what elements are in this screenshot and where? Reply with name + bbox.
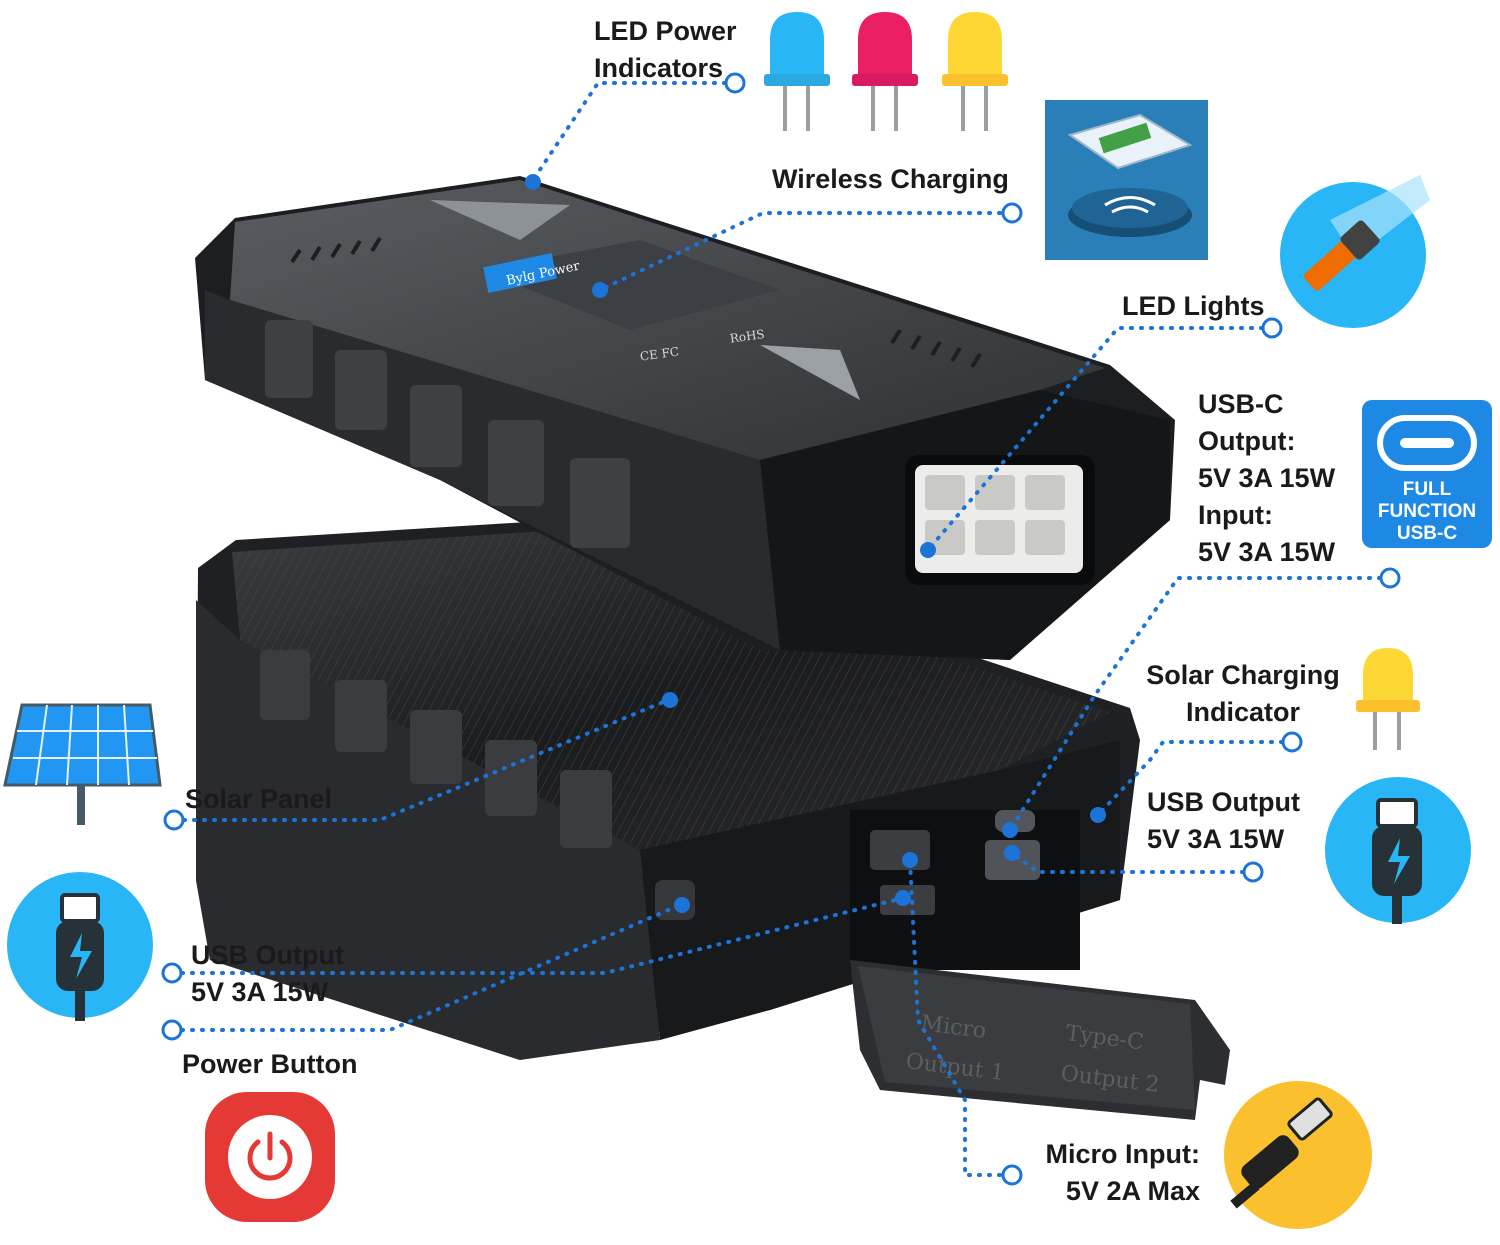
usb-cable-icon-right	[1325, 777, 1471, 924]
callout-lines	[170, 81, 1392, 1177]
label-line: Output:	[1198, 426, 1296, 456]
device-rohs-print: RoHS	[729, 327, 766, 346]
flashlight-icon	[1280, 175, 1430, 328]
label-solar-panel: Solar Panel	[185, 781, 332, 818]
wireless-charging-icon	[1045, 100, 1208, 260]
label-line: 5V 3A 15W	[1147, 824, 1285, 854]
device-marks-print: CE FC	[639, 344, 680, 363]
label-usb-output-left: USB Output 5V 3A 15W	[191, 937, 344, 1011]
led-blue-icon	[764, 12, 830, 131]
power-button-icon	[205, 1092, 335, 1222]
label-line: 5V 3A 15W	[1198, 537, 1336, 567]
upper-device: Bylg Power CE FC RoHS	[195, 176, 1175, 660]
label-led-lights: LED Lights	[1122, 288, 1265, 325]
label-power-button: Power Button	[182, 1046, 358, 1083]
label-line: LED Lights	[1122, 291, 1265, 321]
callout-targets	[525, 174, 1106, 913]
label-line: 5V 3A 15W	[1198, 463, 1336, 493]
led-yellow-icon	[942, 12, 1008, 131]
label-solar-charging-indicator: Solar Charging Indicator	[1138, 657, 1348, 731]
port-cover	[850, 960, 1230, 1120]
label-line: LED Power	[594, 16, 737, 46]
solar-led-icon	[1356, 648, 1420, 750]
label-line: Power Button	[182, 1049, 358, 1079]
label-line: Indicators	[594, 53, 724, 83]
label-line: Solar Panel	[185, 784, 333, 814]
label-line: Micro Input:	[1045, 1139, 1200, 1169]
label-line: Wireless Charging	[772, 164, 1009, 194]
label-line: Indicator	[1185, 697, 1300, 727]
label-usb-c: USB-C Output: 5V 3A 15W Input: 5V 3A 15W	[1198, 386, 1335, 571]
usb-c-badge-line1: FULL	[1403, 479, 1452, 500]
label-line: Solar Charging	[1146, 660, 1340, 690]
usb-c-badge-line2: FUNCTION	[1378, 501, 1476, 522]
label-line: Input:	[1198, 500, 1273, 530]
label-wireless-charging: Wireless Charging	[772, 161, 1009, 198]
solar-panel-icon	[3, 703, 162, 825]
label-line: USB-C	[1198, 389, 1284, 419]
label-usb-output-right: USB Output 5V 3A 15W	[1147, 784, 1300, 858]
usb-cable-icon-left	[7, 872, 153, 1021]
label-line: USB Output	[1147, 787, 1300, 817]
led-pink-icon	[852, 12, 918, 131]
label-line: 5V 2A Max	[1065, 1176, 1200, 1206]
usb-c-badge-icon	[1362, 400, 1492, 548]
label-line: 5V 3A 15W	[191, 977, 329, 1007]
usb-c-badge-line3: USB-C	[1397, 523, 1457, 544]
callout-endpoints	[161, 72, 1401, 1186]
label-line: USB Output	[191, 940, 344, 970]
micro-usb-icon	[1224, 1081, 1372, 1229]
label-micro-input: Micro Input: 5V 2A Max	[1030, 1136, 1200, 1210]
label-led-power-indicators: LED Power Indicators	[594, 13, 737, 87]
